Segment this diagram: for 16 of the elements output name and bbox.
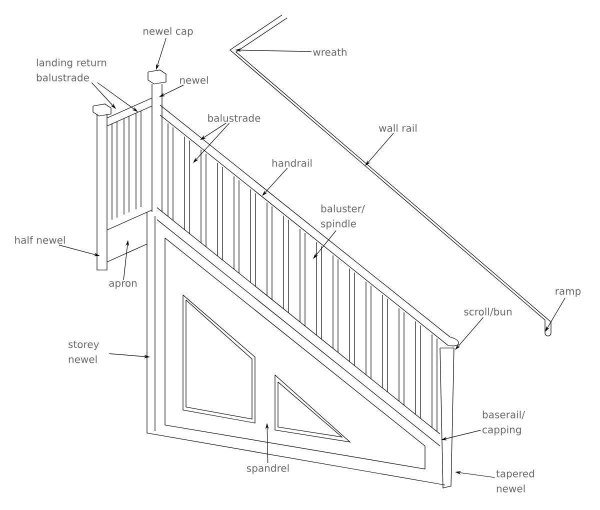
part-label: half newel [15,236,65,244]
part-label: handrail [272,159,312,167]
part-label: baserail/ capping [482,410,525,436]
part-label: spandrel [246,464,289,474]
part-label: apron [109,281,137,289]
part-label: scroll/bun [464,308,512,316]
part-label: newel cap [144,27,193,37]
part-label: wreath [313,48,346,56]
part-label: balustrade [208,114,260,122]
part-label: storey newel [68,340,99,364]
part-label: ramp [556,289,581,297]
part-label: tapered newel [496,470,534,492]
part-label: baluster/ spindle [321,204,365,230]
part-label: wall rail [379,124,416,132]
part-label: newel [180,76,208,84]
part-label: landing return balustrade [36,58,106,82]
